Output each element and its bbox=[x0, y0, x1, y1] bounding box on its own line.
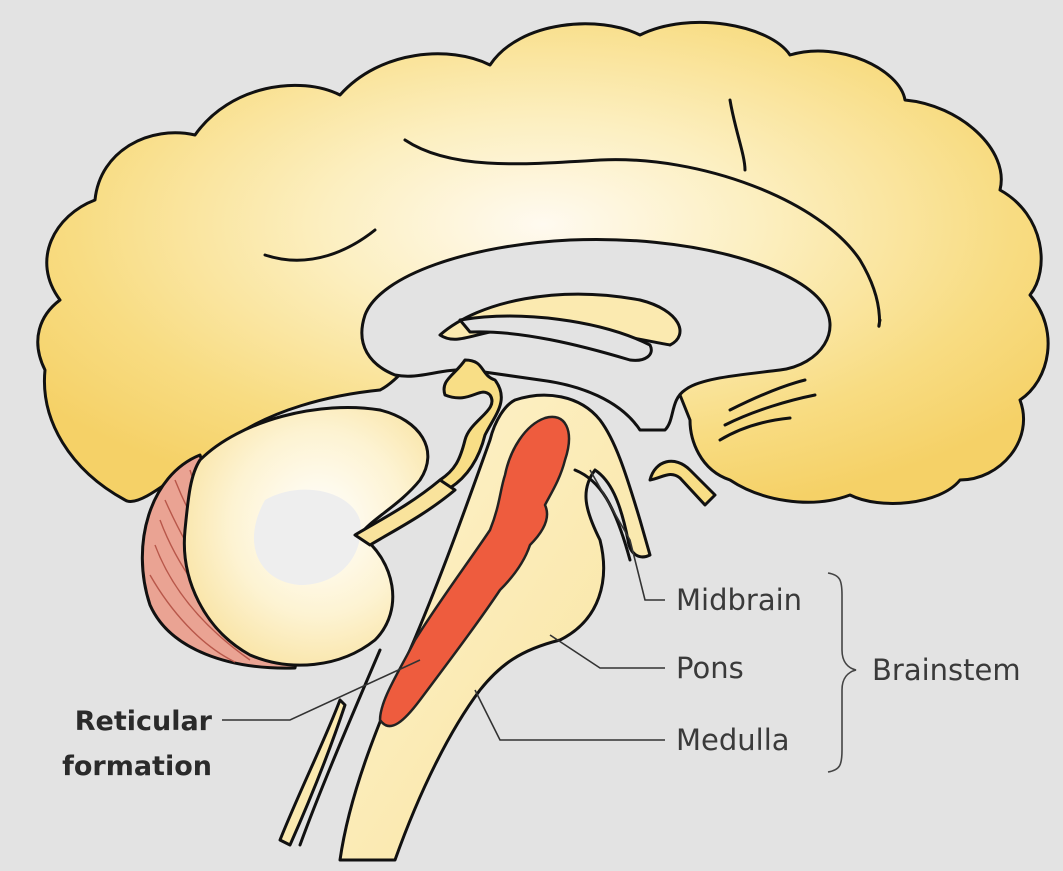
label-brainstem: Brainstem bbox=[872, 653, 1021, 687]
cingulate-sulcus bbox=[728, 98, 747, 172]
fourth-ventricle bbox=[353, 478, 457, 547]
frontal-sulcus bbox=[263, 228, 377, 262]
label-reticular-line1: Reticular bbox=[75, 706, 213, 737]
cerebellum-highlight bbox=[253, 489, 361, 585]
fornix-inner bbox=[458, 314, 653, 362]
brainstem bbox=[338, 393, 652, 862]
temporal-sulci bbox=[718, 378, 817, 442]
pituitary-bulb bbox=[648, 459, 717, 507]
corpus-callosum-arc bbox=[403, 138, 882, 328]
midbrain-leader bbox=[589, 469, 665, 601]
spinal-cord-front bbox=[298, 648, 382, 847]
pons-leader bbox=[549, 634, 665, 669]
label-midbrain: Midbrain bbox=[676, 583, 802, 617]
reticular-formation bbox=[378, 415, 571, 728]
pituitary-stalk bbox=[438, 358, 503, 490]
spinal-cord-edge bbox=[278, 698, 347, 847]
label-reticular-line2: formation bbox=[62, 751, 212, 782]
reticular-leader bbox=[222, 659, 421, 721]
medulla-leader bbox=[474, 689, 665, 741]
label-pons: Pons bbox=[676, 651, 744, 685]
brainstem-bracket bbox=[827, 572, 857, 773]
label-medulla: Medulla bbox=[676, 723, 790, 757]
